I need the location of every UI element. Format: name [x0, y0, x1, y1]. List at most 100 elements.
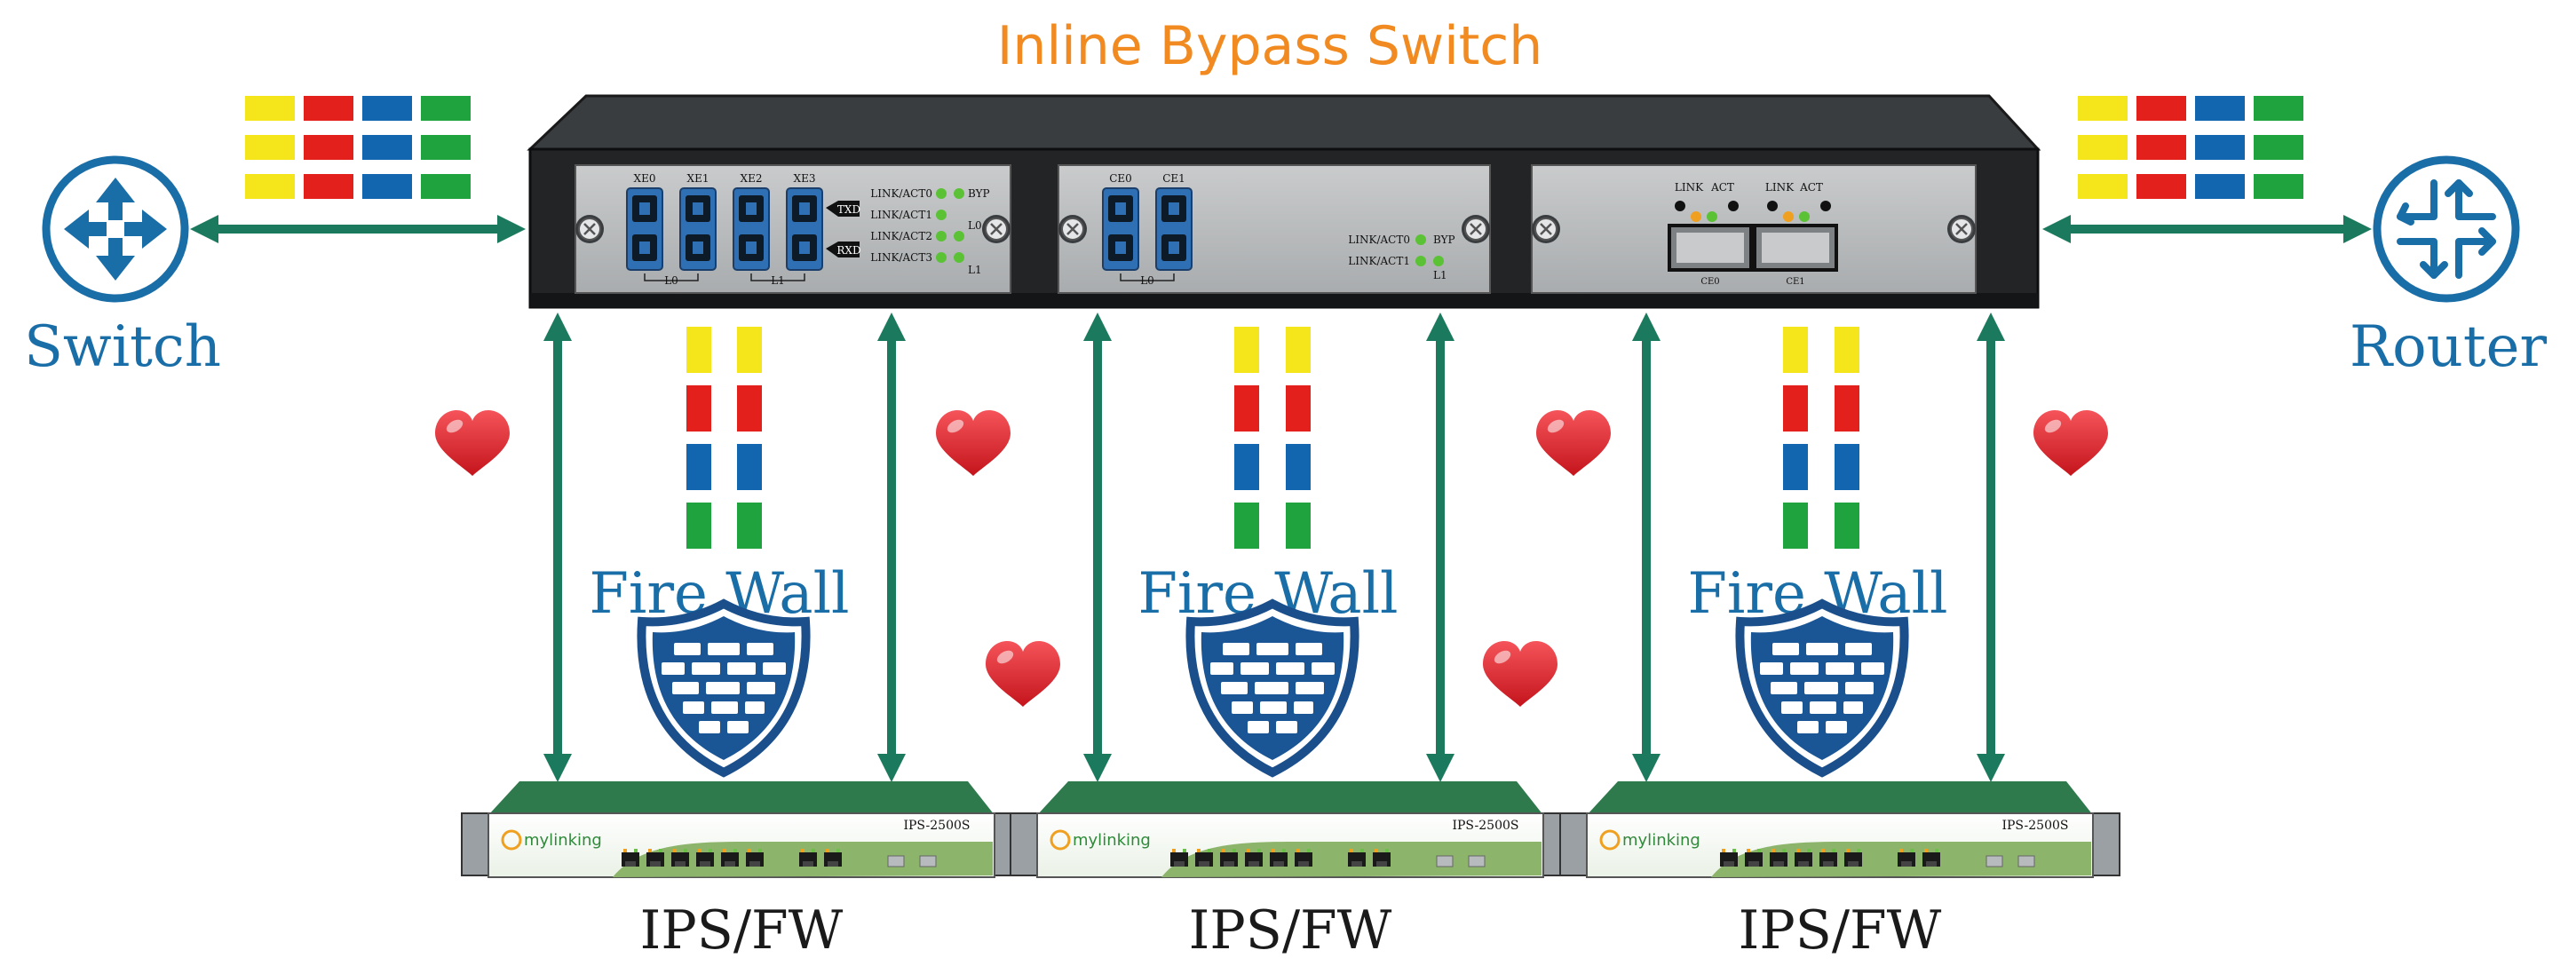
port-label: XE0 [634, 172, 656, 185]
model-label: IPS-2500S [903, 819, 970, 833]
bypass-switch-chassis: XE0 XE1 XE2 XE3 TXD RXD L0 L1 LINK/ACT0 … [527, 94, 2041, 309]
packet-block [362, 174, 412, 199]
firewall-shield-icon [1190, 604, 1354, 772]
packet-block [2195, 174, 2245, 199]
packet-block [737, 385, 762, 432]
usb-port-icon[interactable] [887, 855, 905, 867]
packet-block [737, 503, 762, 549]
packet-block [421, 96, 471, 121]
packet-block [1835, 444, 1859, 490]
packet-block [737, 444, 762, 490]
led-label: BYP [1433, 234, 1455, 246]
packet-block [1286, 385, 1311, 432]
traffic-packets-right [2078, 96, 2303, 199]
qsfp-cage-icon[interactable] [1668, 224, 1753, 272]
heart-icon [435, 410, 510, 476]
packet-block [2078, 135, 2128, 160]
packet-block [2195, 96, 2245, 121]
firewall-3: Fire Wall [1688, 561, 1948, 772]
brand-label: mylinking [1073, 831, 1151, 850]
usb-port-icon[interactable] [919, 855, 937, 867]
packet-block [421, 174, 471, 199]
firewall-shield-icon [641, 604, 805, 772]
appliance-label: IPS/FW [1189, 899, 1392, 962]
usb-port-icon[interactable] [1986, 855, 2003, 867]
packet-block [1234, 385, 1259, 432]
packet-block [2078, 174, 2128, 199]
packet-block [304, 174, 353, 199]
port-label: XE3 [794, 172, 816, 185]
brand-logo-icon [1599, 829, 1621, 851]
led-label: L1 [1433, 269, 1447, 281]
model-label: IPS-2500S [2001, 819, 2068, 833]
appliance-label: IPS/FW [640, 899, 844, 962]
usb-port-icon[interactable] [1468, 855, 1486, 867]
packet-block [1286, 327, 1311, 373]
heart-icon [1536, 410, 1611, 476]
led-label: LINK/ACT3 [870, 251, 932, 264]
status-led-icon [1675, 201, 1831, 222]
packet-block [737, 327, 762, 373]
lc-port-icon[interactable] [733, 187, 770, 271]
packet-block [2254, 174, 2303, 199]
svg-text:TXD: TXD [837, 203, 860, 216]
heart-icon [2033, 410, 2108, 476]
led-label: LINK/ACT0 [870, 187, 932, 200]
port-label: CE1 [1786, 277, 1804, 287]
model-label: IPS-2500S [1452, 819, 1518, 833]
diagram-title: Inline Bypass Switch [997, 15, 1543, 77]
packet-block [421, 135, 471, 160]
appliance-label: IPS/FW [1739, 899, 1942, 962]
packet-block [1835, 327, 1859, 373]
lc-port-icon[interactable] [1155, 187, 1193, 271]
lc-port-icon[interactable] [626, 187, 663, 271]
led-label: LINK/ACT0 [1348, 234, 1410, 246]
txd-tag: TXD [826, 201, 860, 217]
heart-icon [986, 641, 1060, 707]
usb-port-icon[interactable] [2017, 855, 2035, 867]
packet-block [2136, 174, 2186, 199]
packet-block [686, 503, 711, 549]
packet-block [1783, 385, 1808, 432]
group-label: L0 [1140, 274, 1154, 287]
module-xe: XE0 XE1 XE2 XE3 TXD RXD L0 L1 LINK/ACT0 … [574, 164, 1012, 294]
group-label: L0 [664, 274, 678, 287]
screw-icon [1460, 213, 1492, 245]
packet-block [1783, 327, 1808, 373]
qsfp-cage-icon[interactable] [1753, 224, 1838, 272]
packet-block [1783, 503, 1808, 549]
lc-port-icon[interactable] [786, 187, 823, 271]
packet-block [1234, 503, 1259, 549]
port-label: XE2 [741, 172, 763, 185]
packet-block [2136, 96, 2186, 121]
screw-icon [1530, 213, 1562, 245]
lc-port-icon[interactable] [1102, 187, 1139, 271]
svg-text:RXD: RXD [836, 244, 860, 257]
router-label: Router [2350, 314, 2548, 380]
packet-block [2078, 96, 2128, 121]
packet-block [362, 96, 412, 121]
lc-port-icon[interactable] [679, 187, 717, 271]
led-label: ACT [1799, 181, 1823, 194]
module-ce: CE0 CE1 L0 LINK/ACT0 LINK/ACT1 BYP L1 [1057, 164, 1492, 294]
led-label: ACT [1710, 181, 1734, 194]
packet-block [686, 444, 711, 490]
traffic-packets-column [686, 327, 762, 549]
packet-block [245, 96, 295, 121]
traffic-packets-column [1234, 327, 1311, 549]
packet-block [686, 385, 711, 432]
rxd-tag: RXD [826, 242, 861, 257]
module-qsfp: LINK ACT LINK ACT CE0 [1530, 164, 1978, 294]
port-label: CE0 [1109, 172, 1132, 185]
packet-block [1234, 327, 1259, 373]
usb-port-icon[interactable] [1436, 855, 1454, 867]
screw-icon [1946, 213, 1978, 245]
packet-block [2254, 135, 2303, 160]
firewall-2: Fire Wall [1138, 561, 1399, 772]
packet-block [1835, 385, 1859, 432]
packet-block [1835, 503, 1859, 549]
ips-appliances: mylinkingIPS-2500SIPS/FWmylinkingIPS-250… [461, 781, 2120, 962]
packet-block [245, 174, 295, 199]
brand-logo-icon [501, 829, 522, 851]
